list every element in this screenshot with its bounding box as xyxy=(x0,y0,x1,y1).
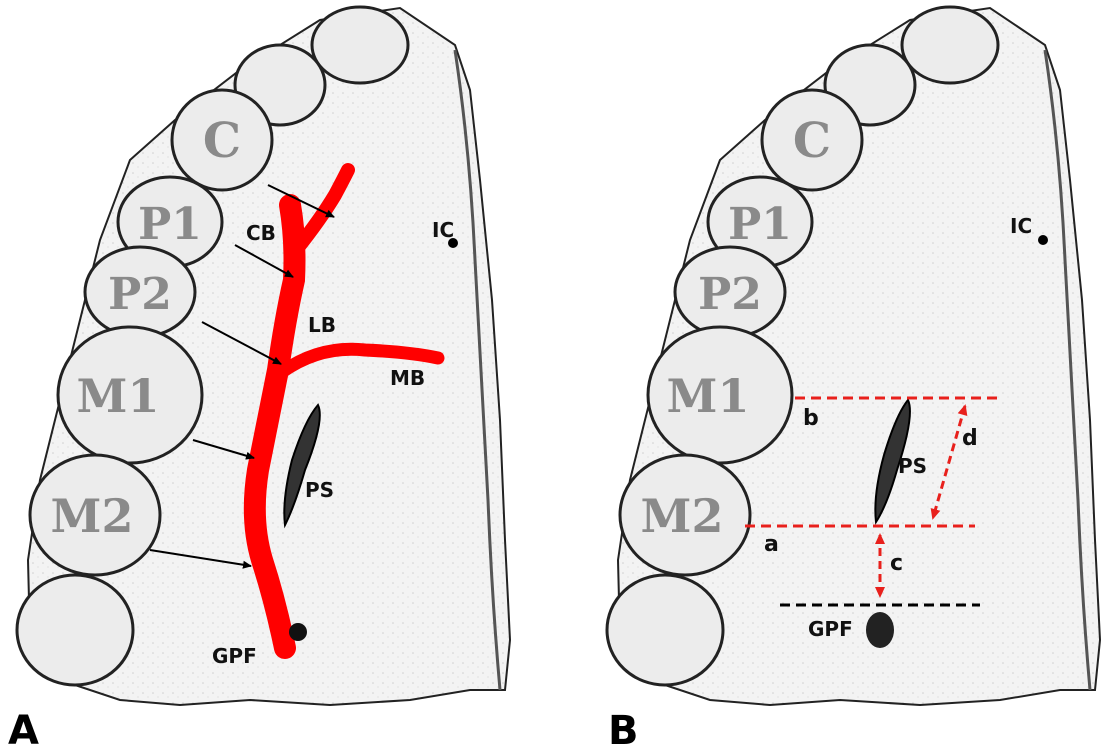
label-b: b xyxy=(803,406,819,431)
label-c: c xyxy=(890,551,903,576)
label-lb-a: LB xyxy=(308,313,336,337)
tooth-label-m1-b: M1 xyxy=(667,369,750,423)
label-a: a xyxy=(764,532,779,557)
tooth-m3-b xyxy=(607,575,723,685)
label-gpf-a: GPF xyxy=(212,644,257,668)
label-gpf-b: GPF xyxy=(808,617,853,641)
panel-label-a: A xyxy=(8,708,39,749)
greater-palatine-foramen-b xyxy=(866,612,894,648)
label-ps-a: PS xyxy=(305,478,334,502)
label-ic-b: IC xyxy=(1010,214,1032,238)
tooth-label-c-a: C xyxy=(203,113,241,169)
tooth-label-m2-b: M2 xyxy=(641,489,724,543)
tooth-label-p2-b: P2 xyxy=(698,269,762,320)
label-ps-b: PS xyxy=(898,454,927,478)
incisive-canal-b xyxy=(1038,235,1048,245)
tooth-label-c-b: C xyxy=(793,113,831,169)
panel-a: C P1 P2 M1 M2 IC PS GPF CB LB MB A xyxy=(8,7,510,749)
label-d: d xyxy=(962,426,978,451)
label-mb-a: MB xyxy=(390,366,425,390)
greater-palatine-foramen-a xyxy=(289,623,307,641)
tooth-label-p2-a: P2 xyxy=(108,269,172,320)
panel-b: C P1 P2 M1 M2 IC PS GPF b a c d B xyxy=(607,7,1100,749)
panel-label-b: B xyxy=(608,708,639,749)
tooth-incisor-1-a xyxy=(312,7,408,83)
label-cb-a: CB xyxy=(246,221,276,245)
tooth-label-p1-a: P1 xyxy=(138,199,202,250)
tooth-label-m1-a: M1 xyxy=(77,369,160,423)
tooth-label-p1-b: P1 xyxy=(728,199,792,250)
tooth-m3-a xyxy=(17,575,133,685)
tooth-incisor-1-b xyxy=(902,7,998,83)
label-ic-a: IC xyxy=(432,218,454,242)
tooth-label-m2-a: M2 xyxy=(51,489,134,543)
